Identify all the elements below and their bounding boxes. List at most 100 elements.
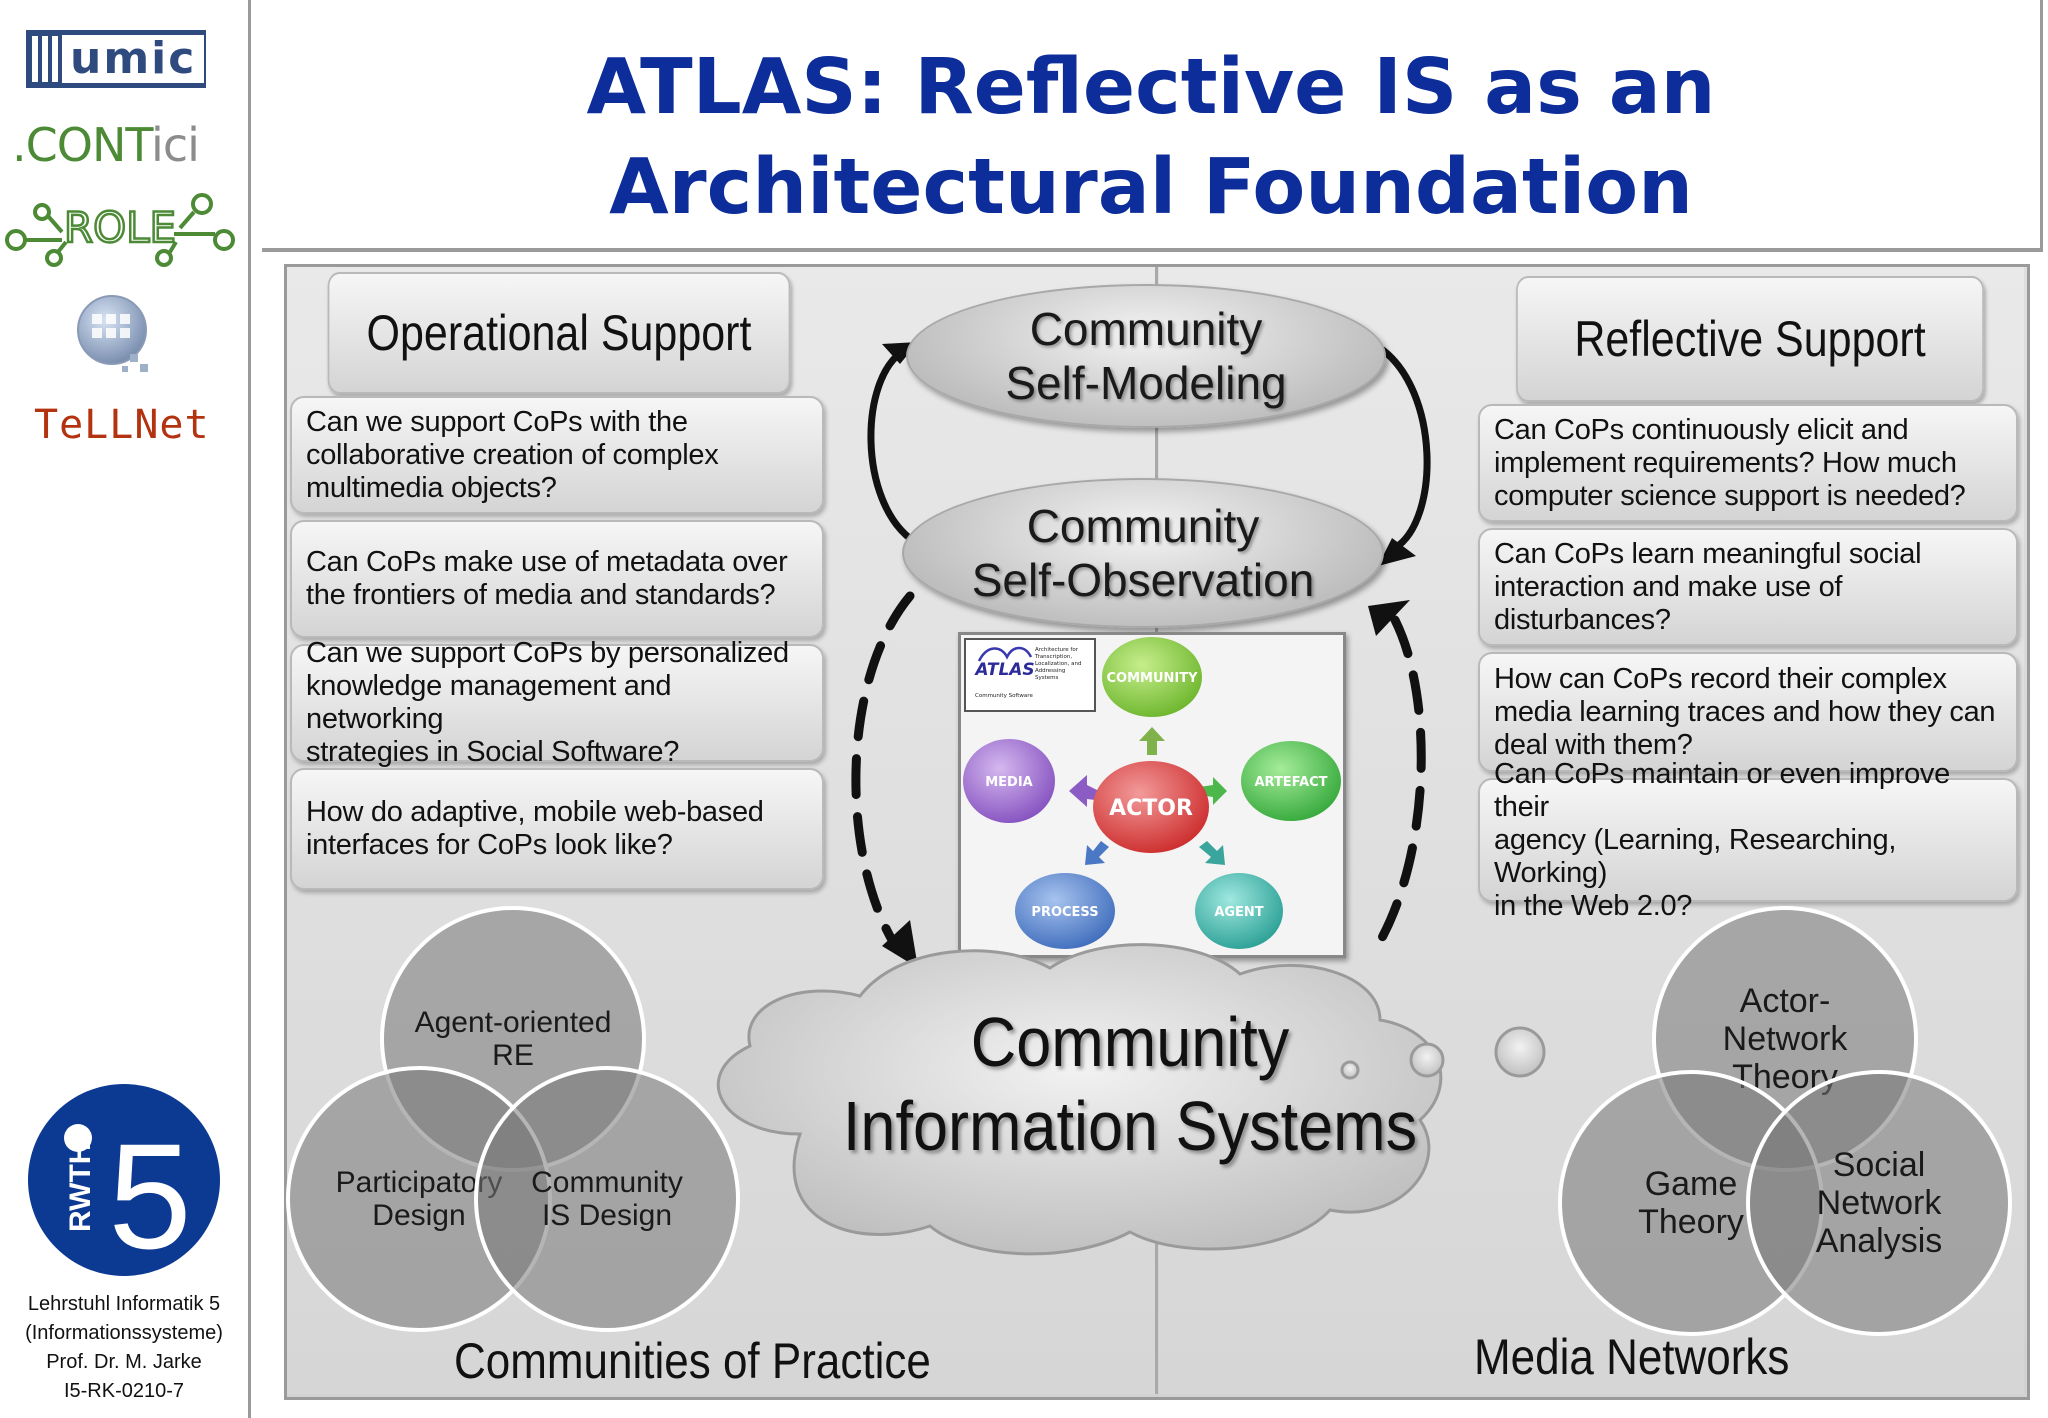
cloud-bubble-small <box>1340 1060 1360 1080</box>
question-line: Can CoPs maintain or even improve their <box>1494 757 1950 823</box>
arrow-down-right-icon <box>1199 841 1225 865</box>
page-title: ATLAS: Reflective IS as an Architectural… <box>262 38 2040 238</box>
conticl-logo-suffix: ici <box>151 118 200 172</box>
question-line: Can we support CoPs by personalized <box>306 637 789 669</box>
circle-label-line: Analysis <box>1815 1222 1943 1260</box>
circle-label-line: Network <box>1816 1184 1942 1222</box>
question-line: multimedia objects? <box>306 471 557 504</box>
conticl-logo-prefix: .CONT <box>12 118 152 172</box>
question-line: knowledge management and networking <box>306 670 672 735</box>
chair-subtitle: (Informationssysteme) <box>25 1322 223 1344</box>
process-node <box>1015 873 1115 949</box>
left-solid-arrow <box>867 348 916 544</box>
artefact-node <box>1241 741 1341 821</box>
chair-name: Lehrstuhl Informatik 5 <box>27 1293 221 1315</box>
question-line: Can we support CoPs with the <box>306 405 688 438</box>
circle-label-line: Theory <box>1638 1203 1744 1241</box>
self-observation-line-2: Self-Observation <box>971 554 1315 606</box>
atlas-logo-subcaption: Community Software <box>975 693 1033 699</box>
community-node <box>1102 637 1202 717</box>
right-dashed-arrow <box>1370 615 1426 955</box>
self-modeling-line-2: Self-Modeling <box>1005 357 1287 409</box>
circle-label-line: Community <box>531 1166 683 1199</box>
rwth-logo-number: 5 <box>108 1112 191 1280</box>
agent-node <box>1195 873 1283 949</box>
umic-bars-icon <box>26 30 58 88</box>
self-modeling-line-1: Community <box>1029 303 1263 355</box>
atlas-figure: ATLAS Architecture for Transcription, Lo… <box>958 632 1346 958</box>
umic-logo-text: umic <box>62 35 205 83</box>
arrowhead-icon <box>1378 538 1416 566</box>
page-title-line-1: ATLAS: Reflective IS as an <box>586 43 1716 132</box>
conticl-logo: .CONTici <box>12 118 200 172</box>
reflective-support-heading-text: Reflective Support <box>1574 311 1926 367</box>
cloud-label: Community Information Systems <box>815 1000 1445 1168</box>
question-line: computer science support is needed? <box>1494 479 1966 512</box>
circle-label-line: Agent-oriented <box>414 1006 612 1039</box>
atlas-caption-line: Addressing <box>1035 668 1065 674</box>
left-dashed-arrow <box>851 591 915 955</box>
circle-label-line: Game <box>1644 1165 1738 1203</box>
cloud-label-line-2: Information Systems <box>842 1087 1418 1165</box>
arrow-right-icon <box>1199 777 1227 805</box>
circle-label-line: Design <box>372 1199 466 1232</box>
question-line: Can CoPs make use of metadata over <box>306 546 788 578</box>
arrowhead-icon <box>1368 600 1410 636</box>
question-line: How do adaptive, mobile web-based <box>306 796 764 828</box>
atlas-caption-line: Architecture for <box>1035 647 1079 653</box>
question-line: implement requirements? How much <box>1494 446 1957 479</box>
slide-id: I5-RK-0210-7 <box>63 1380 185 1402</box>
question-line: Can CoPs continuously elicit and <box>1494 413 1909 446</box>
atlas-caption-line: Systems <box>1035 675 1059 681</box>
actor-node <box>1093 761 1209 853</box>
self-observation-line-1: Community <box>1026 500 1260 552</box>
process-node-label: PROCESS <box>1031 905 1098 920</box>
media-networks-label: Media Networks <box>1474 1329 1790 1385</box>
atlas-logo-icon <box>977 646 1033 662</box>
cloud-label-line-1: Community <box>970 1003 1290 1081</box>
atlas-actor-diagram: ATLAS Architecture for Transcription, Lo… <box>963 637 1341 949</box>
question-line: strategies in Social Software? <box>306 736 680 768</box>
question-line: interaction and make use of <box>1494 570 1843 603</box>
communities-of-practice-label: Communities of Practice <box>454 1333 931 1389</box>
role-logo-text: ROLE <box>64 203 176 252</box>
circle-label-line: Social <box>1832 1146 1926 1184</box>
arrow-up-icon <box>1139 727 1165 755</box>
circle-label-line: RE <box>492 1039 534 1072</box>
operational-support-heading-text: Operational Support <box>366 305 752 361</box>
question-line: interfaces for CoPs look like? <box>306 829 673 861</box>
circle-label-line: Network <box>1722 1020 1848 1058</box>
chair-professor: Prof. Dr. M. Jarke <box>46 1351 202 1373</box>
title-area: ATLAS: Reflective IS as an Architectural… <box>262 0 2043 252</box>
question-line: How can CoPs record their complex <box>1494 662 1947 695</box>
circle-label-line: IS Design <box>541 1199 673 1232</box>
community-node-label: COMMUNITY <box>1106 671 1198 686</box>
rwth-logo-text: RWTH <box>64 1143 97 1232</box>
actor-node-label: ACTOR <box>1109 796 1193 821</box>
cloud-bubble-medium <box>1409 1042 1445 1078</box>
question-line: disturbances? <box>1494 603 1671 636</box>
rwth-i5-logo: RWTH 5 <box>28 1084 220 1280</box>
question-line: collaborative creation of complex <box>306 438 719 471</box>
reflective-support-heading: Reflective Support <box>1516 276 1984 402</box>
cloud-bubble-large <box>1494 1026 1546 1078</box>
cloud-shape <box>717 943 1546 1256</box>
umic-logo: umic <box>26 30 206 88</box>
question-line: deal with them? <box>1494 728 1693 761</box>
arrowhead-icon <box>882 920 918 968</box>
circle-label-line: Actor- <box>1739 982 1831 1020</box>
right-solid-arrow <box>1376 344 1431 552</box>
atlas-logo-text: ATLAS <box>973 660 1034 680</box>
atlas-caption-line: Transcription, <box>1034 654 1072 660</box>
operational-support-heading: Operational Support <box>327 272 791 394</box>
question-line: the frontiers of media and standards? <box>306 579 776 611</box>
